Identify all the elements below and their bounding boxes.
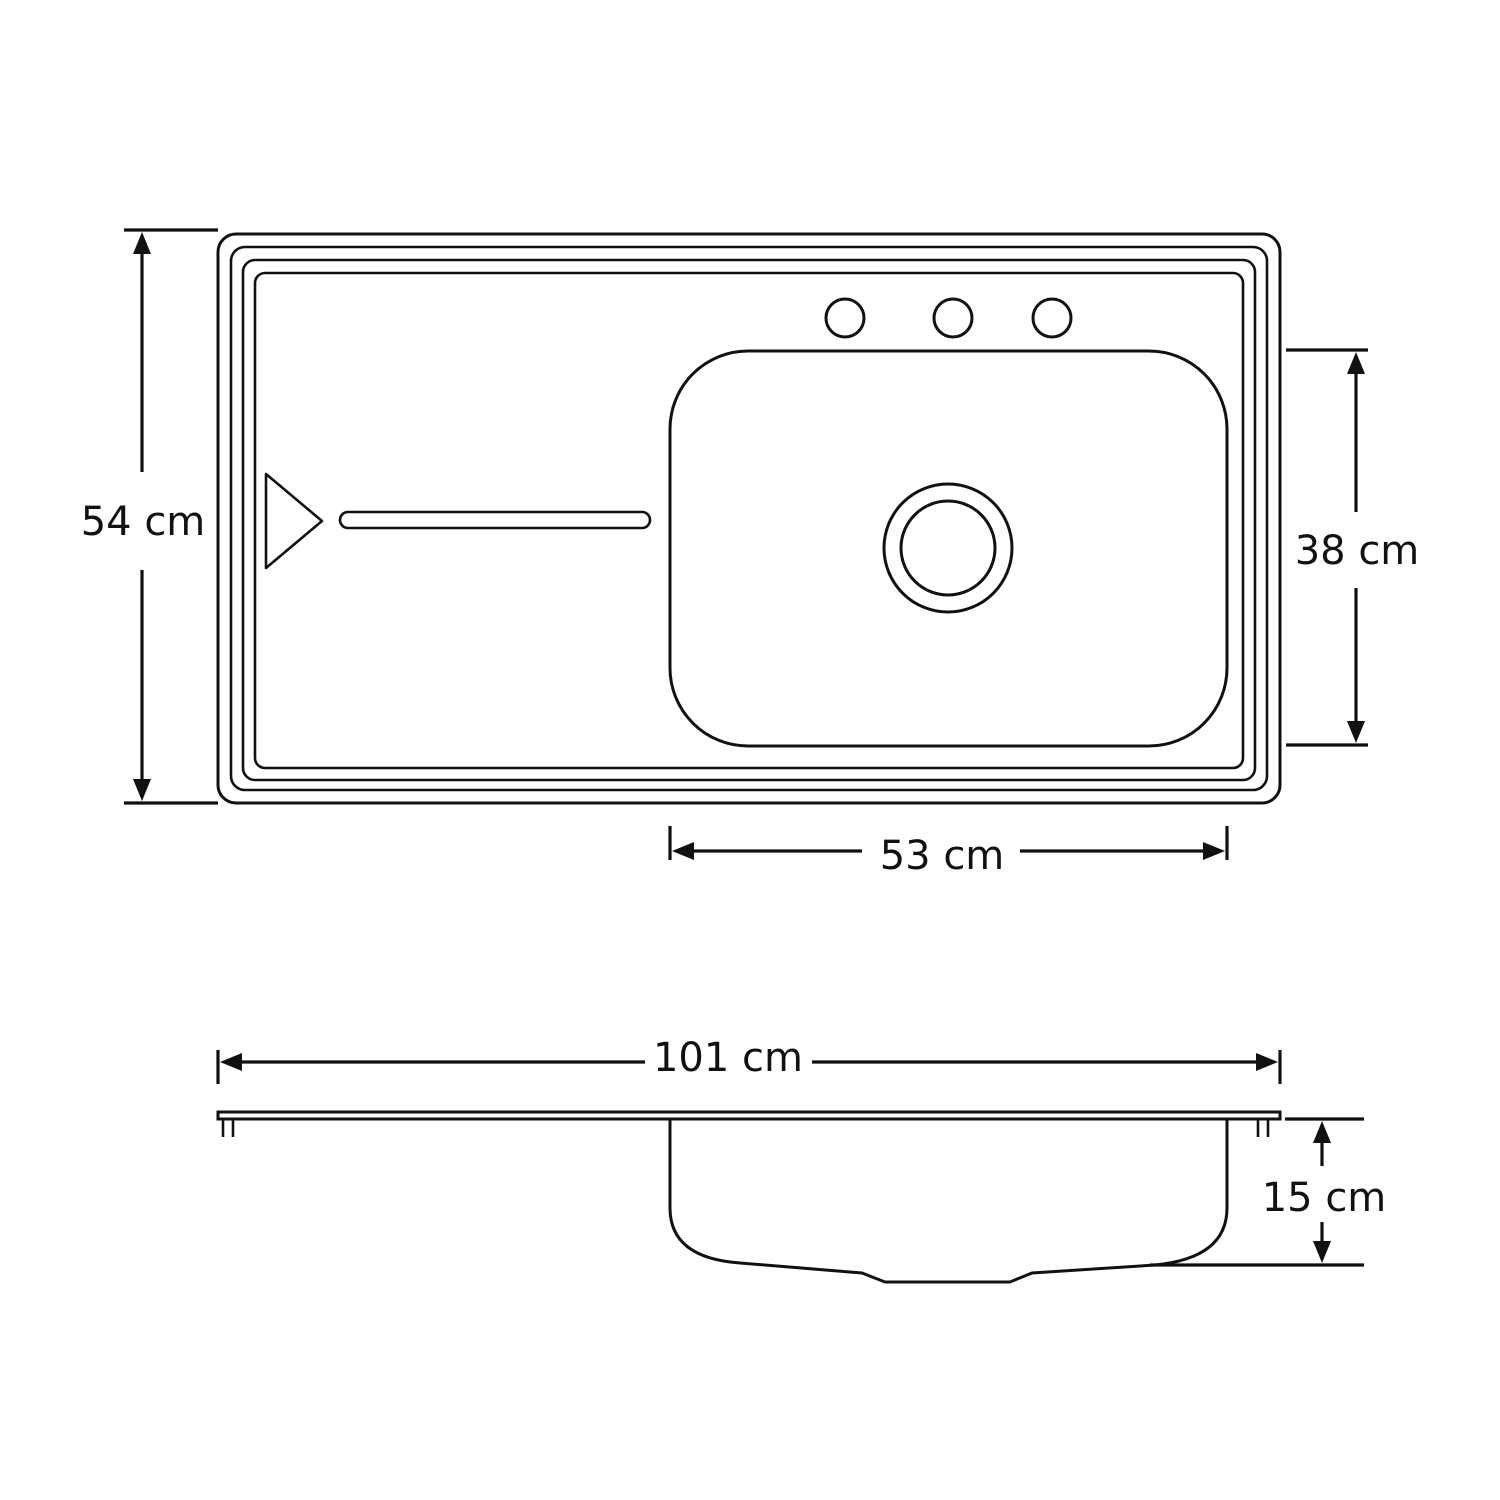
label-bowl-height: 15 cm bbox=[1262, 1175, 1387, 1221]
sink-deck bbox=[253, 271, 1245, 770]
arrowhead-right bbox=[1256, 1053, 1278, 1071]
arrowhead-left bbox=[220, 1053, 242, 1071]
sink-bowl bbox=[668, 349, 1229, 748]
drainboard-groove-fill bbox=[520, 300, 648, 428]
drainboard-groove-fill bbox=[288, 545, 485, 742]
drainboard-groove-fill bbox=[270, 545, 395, 670]
dimension-overall-width: 101 cm bbox=[216, 1035, 1282, 1084]
arrowhead-up bbox=[133, 232, 151, 254]
sink-side-view bbox=[216, 1110, 1282, 1284]
drain-inner-ring bbox=[899, 499, 997, 597]
drainboard-groove-fill bbox=[610, 300, 648, 338]
drainboard-groove-fill bbox=[270, 320, 450, 500]
drain-outer-ring bbox=[882, 482, 1014, 614]
arrowhead-down bbox=[1313, 1241, 1331, 1263]
label-overall-depth: 54 cm bbox=[81, 499, 206, 545]
sink-rim-inner bbox=[229, 245, 1269, 792]
drainboard bbox=[264, 300, 652, 742]
sink-deck-edge bbox=[241, 258, 1257, 782]
sink-top-profile bbox=[216, 1110, 1282, 1121]
drainboard-groove-fill bbox=[270, 545, 425, 700]
bowl-profile bbox=[668, 1119, 1229, 1284]
label-bowl-depth: 38 cm bbox=[1295, 528, 1420, 574]
drainboard-groove-fill bbox=[490, 300, 648, 458]
drainboard-groove-fill bbox=[430, 300, 630, 500]
drainboard-grooves bbox=[270, 300, 648, 742]
drainboard-groove-fill bbox=[468, 562, 648, 742]
dimension-bowl-height: 15 cm bbox=[1150, 1117, 1387, 1267]
dimension-bowl-depth: 38 cm bbox=[1286, 348, 1420, 747]
faucet-hole-left bbox=[824, 297, 866, 339]
drainboard-groove-fill bbox=[270, 350, 420, 500]
sink-top-view bbox=[216, 232, 1282, 805]
drainboard-groove-fill bbox=[280, 300, 480, 500]
arrowhead-right bbox=[1203, 842, 1225, 860]
arrowhead-down bbox=[133, 779, 151, 801]
label-overall-width: 101 cm bbox=[653, 1035, 803, 1081]
drainboard-groove-fill bbox=[460, 300, 648, 488]
drainboard-groove-fill bbox=[340, 300, 540, 500]
drainboard-groove-fill bbox=[318, 545, 515, 742]
faucet-hole-right bbox=[1031, 297, 1073, 339]
drainboard-groove-fill bbox=[270, 545, 305, 580]
arrowhead-up bbox=[1347, 352, 1365, 374]
arrowhead-left bbox=[672, 842, 694, 860]
faucet-hole-center bbox=[932, 297, 974, 339]
arrowhead-up bbox=[1313, 1121, 1331, 1143]
drainboard-groove-fill bbox=[400, 300, 600, 500]
sink-outer-rim bbox=[216, 232, 1282, 805]
dimension-bowl-width: 53 cm bbox=[668, 826, 1229, 879]
drainboard-groove-fill bbox=[498, 592, 648, 742]
drainboard-groove-fill bbox=[408, 545, 605, 742]
drainboard-center-channel bbox=[338, 510, 652, 530]
drainboard-groove-fill bbox=[310, 300, 510, 500]
drainboard-groove-fill bbox=[550, 300, 648, 398]
label-bowl-width: 53 cm bbox=[880, 833, 1005, 879]
drainboard-groove-fill bbox=[270, 545, 335, 610]
drainboard-groove-fill bbox=[270, 545, 455, 730]
drainboard-groove-fill bbox=[378, 545, 575, 742]
drainboard-groove-fill bbox=[438, 545, 635, 742]
drainboard-groove-fill bbox=[348, 545, 545, 742]
drainboard-groove-fill bbox=[270, 545, 365, 640]
drainboard-channel-head bbox=[264, 472, 324, 570]
dimension-overall-depth: 54 cm bbox=[81, 228, 218, 805]
drainboard-groove-fill bbox=[580, 300, 648, 368]
arrowhead-down bbox=[1347, 721, 1365, 743]
drainboard-groove-fill bbox=[370, 300, 570, 500]
